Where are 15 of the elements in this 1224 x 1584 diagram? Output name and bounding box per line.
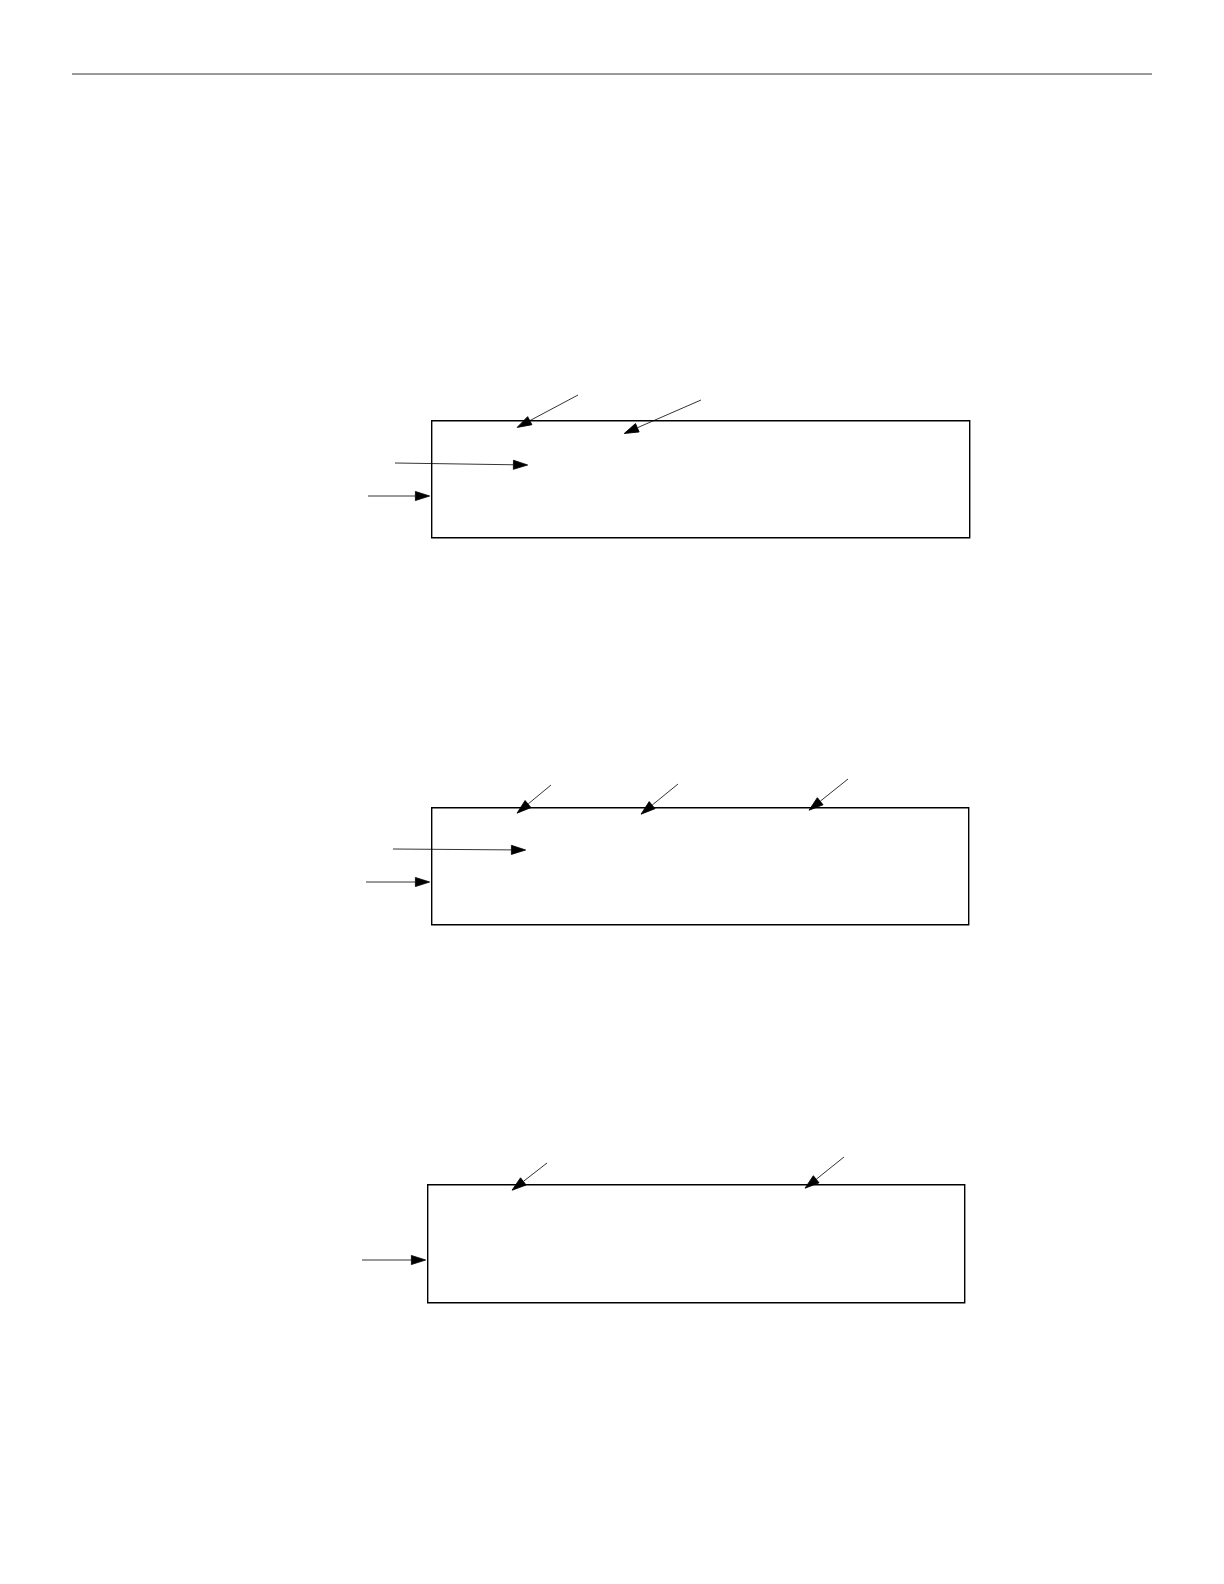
arrow [640, 783, 679, 815]
empty-box [431, 807, 970, 926]
arrow [394, 459, 529, 470]
arrow [516, 784, 552, 814]
arrow [623, 399, 702, 434]
empty-box [431, 420, 971, 539]
arrow [367, 491, 431, 501]
arrow [361, 1255, 427, 1265]
arrow [804, 1156, 845, 1189]
arrow [365, 877, 431, 887]
arrow [392, 844, 527, 855]
arrow [516, 394, 579, 428]
arrow [808, 778, 849, 811]
arrow [511, 1162, 548, 1191]
empty-box [427, 1184, 966, 1304]
